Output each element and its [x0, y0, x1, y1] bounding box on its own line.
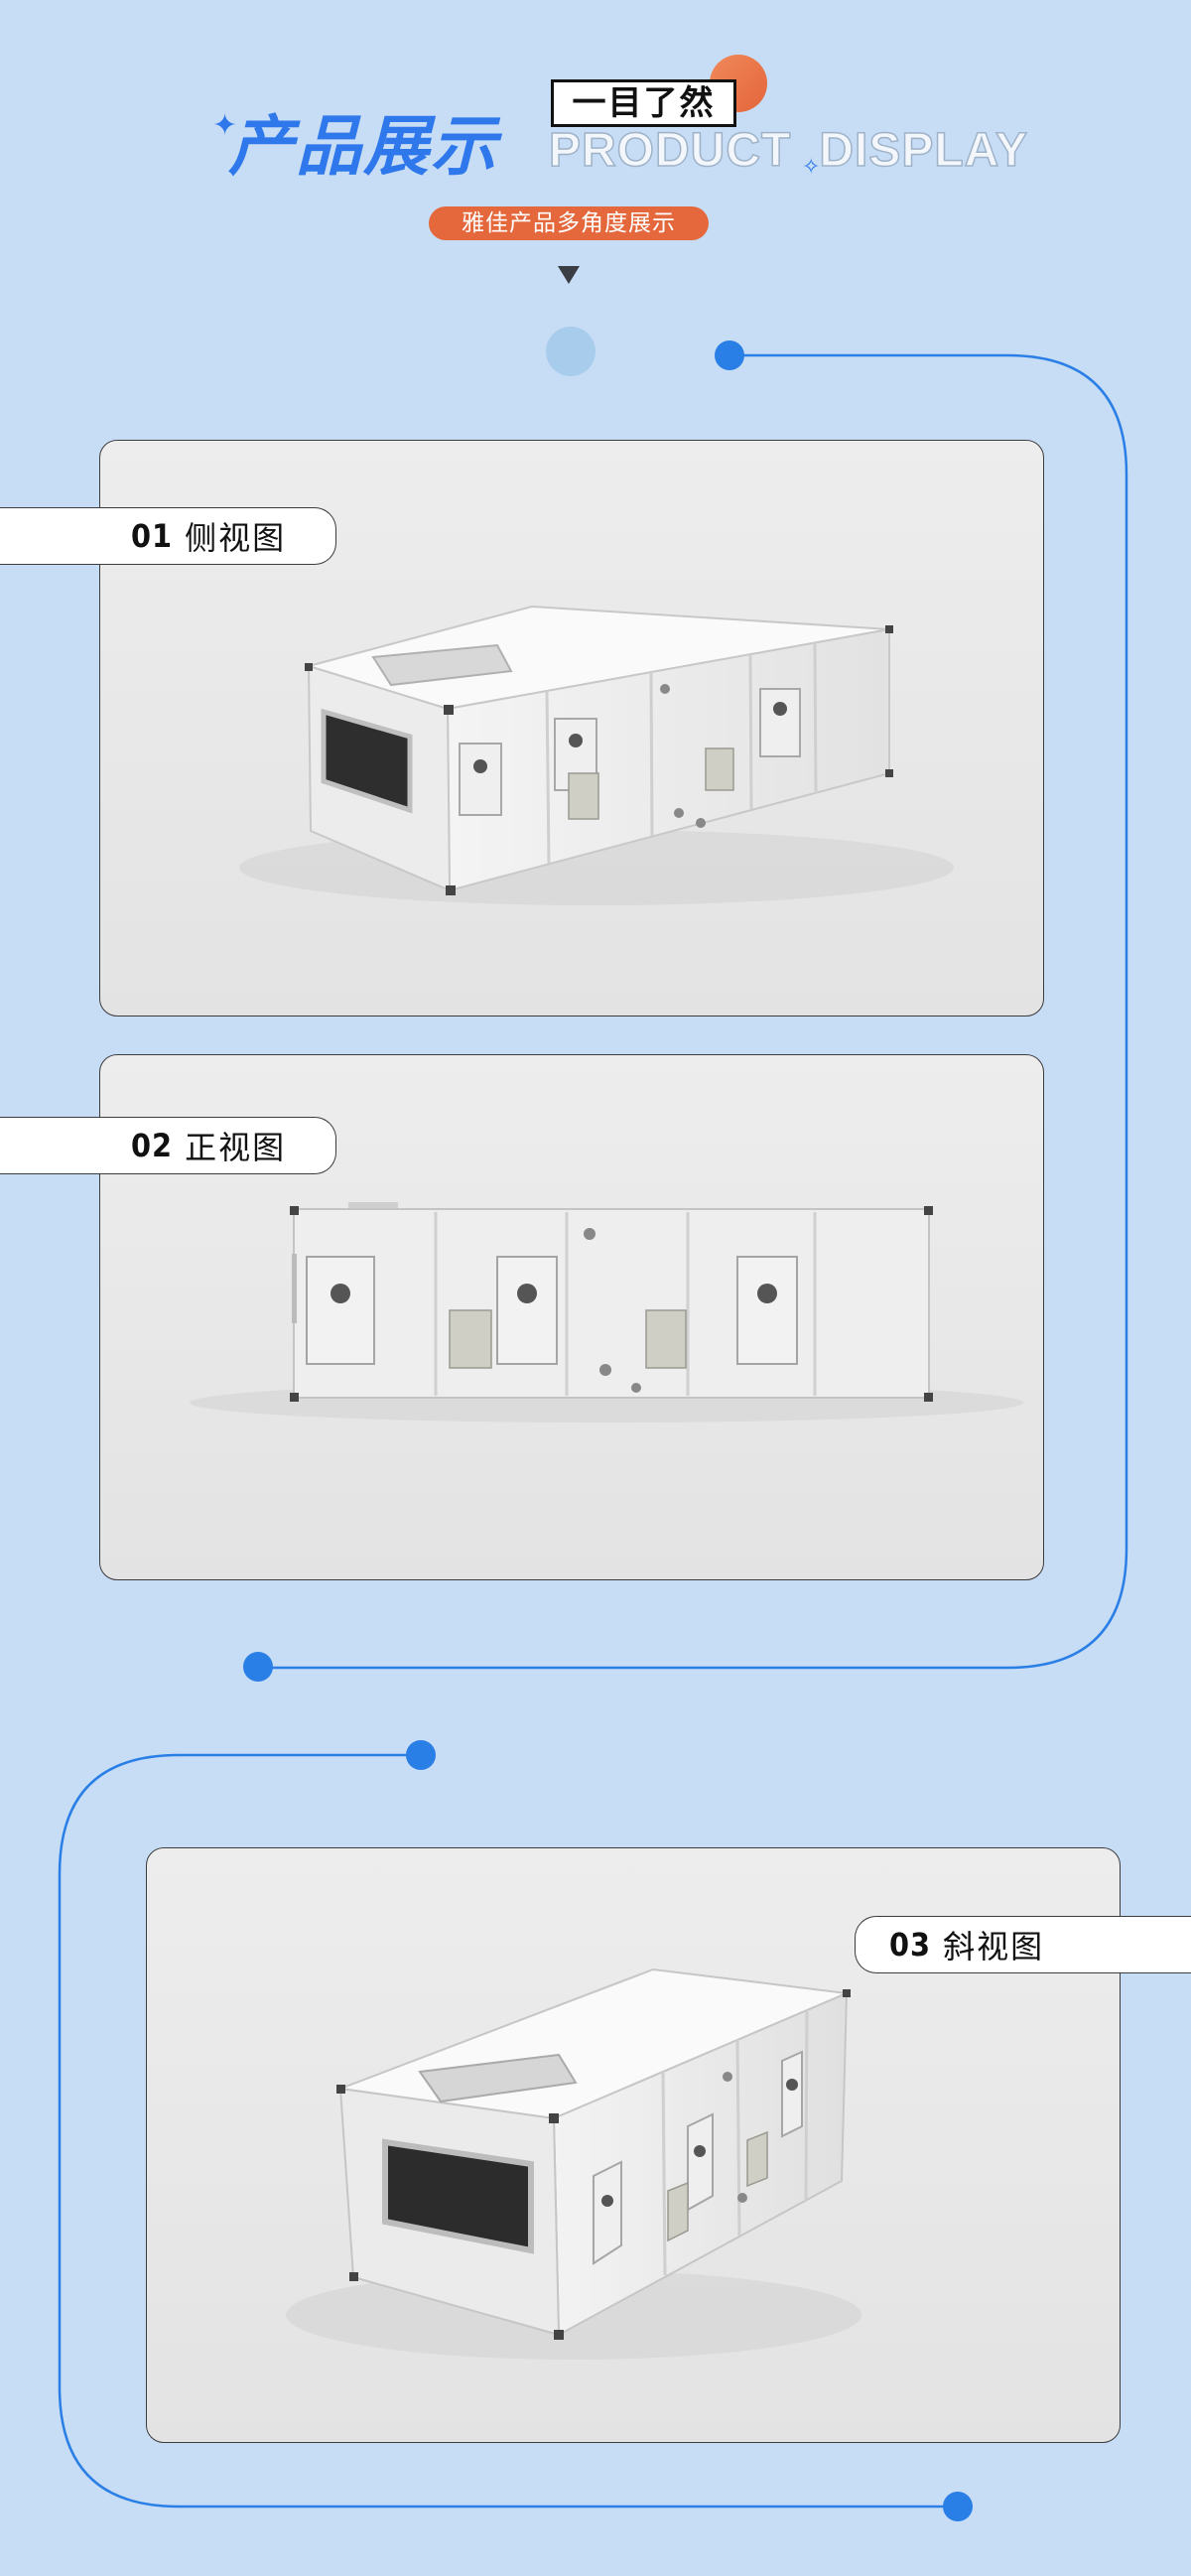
connector-dot	[943, 2492, 973, 2521]
badge: 一目了然	[551, 79, 736, 127]
card-side-view	[99, 440, 1044, 1017]
view-label-side: 01 侧视图	[0, 507, 336, 565]
page-title: 产品展示	[228, 108, 498, 185]
view-label-text: 斜视图	[943, 1928, 1045, 1966]
product-image-side	[239, 605, 954, 905]
connector-line-bottom	[58, 1753, 958, 2508]
decor-dot-pale	[546, 327, 596, 376]
connector-line-top	[258, 353, 1128, 1670]
view-label-front: 02 正视图	[0, 1117, 336, 1174]
connector-dot	[715, 340, 744, 370]
view-number: 01	[131, 517, 174, 555]
sparkle-icon: ✦	[212, 108, 238, 143]
page-title-en: PRODUCT DISPLAY	[548, 121, 1028, 181]
subtitle-pill: 雅佳产品多角度展示	[429, 206, 709, 240]
card-oblique-view	[146, 1847, 1121, 2443]
product-image-oblique	[286, 1967, 861, 2360]
connector-dot	[243, 1652, 273, 1682]
title-en-word-2: DISPLAY	[819, 123, 1028, 178]
down-arrow-icon	[558, 266, 580, 284]
product-image-front	[190, 1202, 1023, 1423]
view-label-text: 正视图	[185, 1129, 287, 1166]
view-number: 03	[889, 1926, 932, 1964]
connector-dot	[406, 1740, 436, 1770]
view-number: 02	[131, 1127, 174, 1164]
sparkle-small-icon: ✧	[802, 155, 821, 180]
title-en-word-1: PRODUCT	[548, 123, 792, 178]
view-label-text: 侧视图	[185, 519, 287, 557]
view-label-oblique: 03 斜视图	[855, 1916, 1191, 1973]
